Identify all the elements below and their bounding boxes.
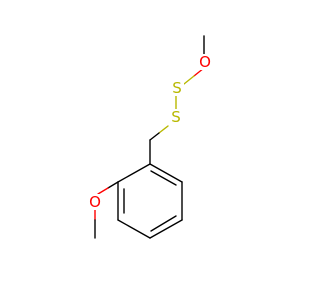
atom-s-upper: S	[170, 79, 184, 97]
atom-o-top-label: O	[199, 53, 211, 71]
atom-label-group: O S S O	[88, 53, 212, 211]
ring-double-bond-1	[150, 170, 177, 186]
atom-o-top: O	[198, 53, 212, 71]
atom-o-bottom: O	[88, 193, 102, 211]
bond-ring-o-o-half	[97, 187, 109, 195]
atom-s-upper-label: S	[172, 79, 182, 97]
atom-s-lower: S	[169, 108, 183, 126]
atom-s-lower-label: S	[171, 108, 181, 126]
ring-bond-4	[117, 219, 151, 239]
ring-bond-3	[149, 219, 183, 239]
bond-ring-o-c-half	[107, 181, 119, 189]
ring-bond-1	[149, 163, 183, 183]
bond-s-ch2-s-half	[158, 125, 169, 134]
bond-o-s-upper-s-half	[183, 75, 195, 85]
bond-group	[94, 35, 205, 239]
ring-bond-6	[117, 163, 151, 183]
atom-o-bottom-label: O	[89, 193, 101, 211]
ring-double-bond-2	[150, 215, 177, 232]
bond-s-ch2-c-half	[149, 132, 160, 141]
structure-canvas: O S S O	[88, 35, 212, 239]
